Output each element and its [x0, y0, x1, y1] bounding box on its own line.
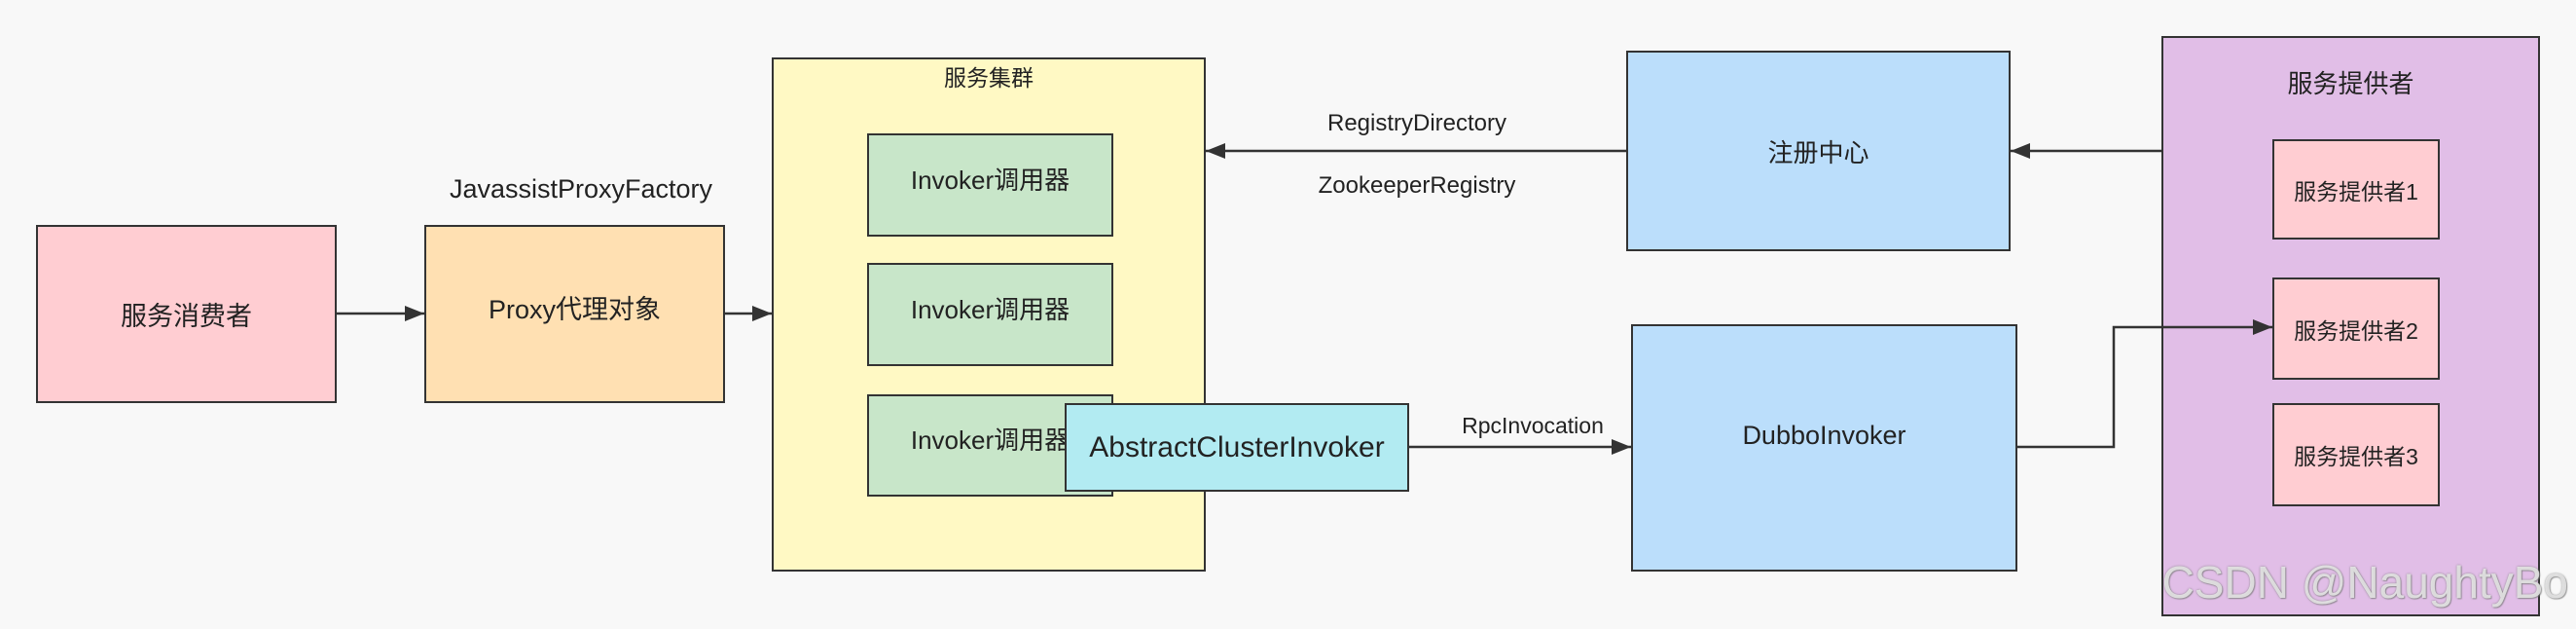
service-providers-title: 服务提供者	[2287, 69, 2414, 98]
proxy-object-node: Proxy代理对象	[424, 225, 725, 403]
proxy-factory-caption: JavassistProxyFactory	[449, 174, 713, 204]
invoker-label: Invoker调用器	[910, 426, 1070, 455]
invoker-node: Invoker调用器	[867, 133, 1113, 237]
rpc-invocation-edge-label: RpcInvocation	[1462, 413, 1604, 438]
registry-center-node: 注册中心	[1626, 51, 2011, 251]
invoker-label: Invoker调用器	[910, 165, 1070, 195]
service-consumer-node: 服务消费者	[36, 225, 337, 403]
service-provider-node: 服务提供者2	[2272, 278, 2440, 380]
invoker-node: Invoker调用器	[867, 263, 1113, 366]
service-provider-label: 服务提供者2	[2294, 317, 2418, 344]
service-cluster-title: 服务集群	[944, 65, 1034, 91]
abstract-cluster-invoker-node: AbstractClusterInvoker	[1065, 403, 1409, 492]
registry-directory-edge-label: RegistryDirectory	[1326, 110, 1507, 136]
dubbo-invoker-label: DubboInvoker	[1742, 420, 1906, 450]
invoker-label: Invoker调用器	[910, 294, 1070, 324]
service-cluster-container: 服务集群 Invoker调用器 Invoker调用器 Invoker调用器	[772, 57, 1206, 572]
registry-center-label: 注册中心	[1767, 137, 1869, 167]
service-provider-node: 服务提供者3	[2272, 403, 2440, 506]
service-provider-label: 服务提供者3	[2294, 444, 2418, 469]
service-provider-node: 服务提供者1	[2272, 139, 2440, 240]
csdn-watermark: CSDN @NaughtyBo	[2161, 557, 2568, 608]
service-consumer-label: 服务消费者	[121, 302, 252, 331]
abstract-cluster-invoker-label: AbstractClusterInvoker	[1089, 430, 1385, 463]
dubbo-invoker-node: DubboInvoker	[1631, 324, 2017, 572]
service-provider-label: 服务提供者1	[2294, 178, 2418, 204]
zookeeper-registry-edge-label: ZookeeperRegistry	[1318, 172, 1516, 199]
service-providers-container: 服务提供者 服务提供者1 服务提供者2 服务提供者3	[2161, 36, 2540, 616]
proxy-object-label: Proxy代理对象	[488, 295, 662, 324]
